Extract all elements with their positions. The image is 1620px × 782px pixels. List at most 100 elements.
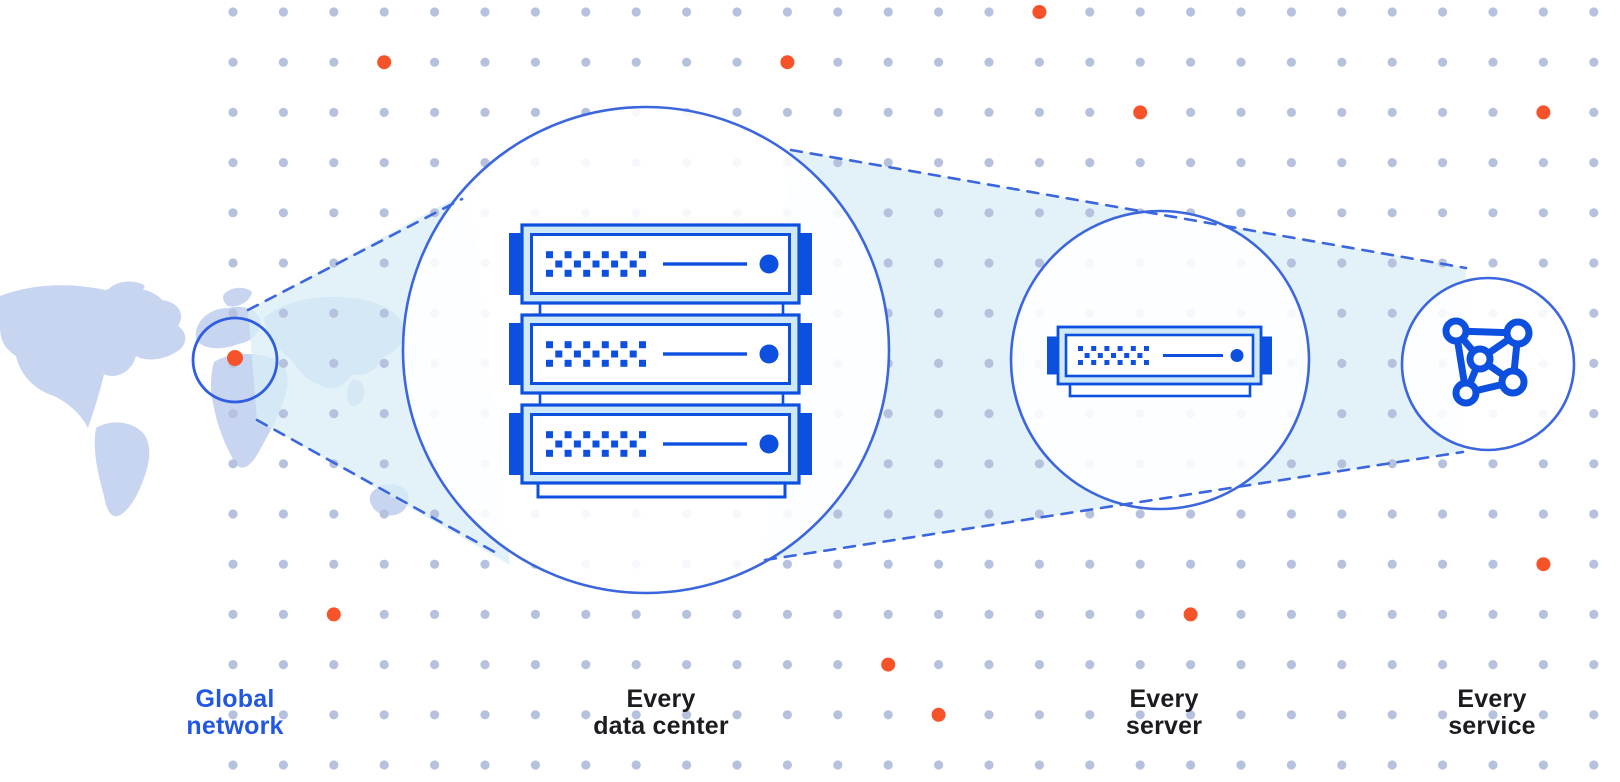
grid-dot <box>228 459 238 469</box>
grid-dot <box>1135 710 1145 720</box>
grid-dot <box>833 57 843 67</box>
grid-dot <box>1438 57 1448 67</box>
grid-dot <box>1488 710 1498 720</box>
server-faceplate <box>530 233 791 295</box>
grid-dot <box>1387 258 1397 268</box>
grid-dot <box>631 7 641 17</box>
grid-dot <box>530 609 541 620</box>
grid-dot <box>480 559 490 569</box>
grid-dot <box>1488 158 1498 168</box>
scandinavia-landmass <box>223 287 252 307</box>
grid-dot <box>379 107 389 117</box>
grid-dot <box>228 107 238 117</box>
grid-dot <box>984 258 994 268</box>
grid-dot <box>1538 660 1548 670</box>
vent-dot <box>1104 360 1110 365</box>
grid-dot <box>278 158 288 168</box>
grid-dot <box>1387 107 1397 117</box>
grid-dot <box>1186 107 1196 117</box>
grid-dot <box>682 710 692 720</box>
dashed-tangent-lines <box>246 148 1468 562</box>
grid-dot <box>984 208 994 218</box>
grid-dot <box>329 509 339 519</box>
grid-dot <box>1337 459 1347 469</box>
grid-dot <box>1337 258 1347 268</box>
grid-dot <box>278 107 288 117</box>
vent-dot <box>564 449 572 457</box>
server-side-tab <box>1261 336 1272 375</box>
grid-dot <box>1538 760 1548 770</box>
grid-dot <box>782 609 793 620</box>
grid-dot <box>1488 107 1498 117</box>
grid-dot <box>278 409 288 419</box>
grid-dot <box>1337 509 1347 519</box>
grid-dot <box>934 158 944 168</box>
grid-dot <box>1085 158 1095 168</box>
grid-dot <box>581 57 591 67</box>
grid-dot <box>1337 107 1347 117</box>
grid-dot <box>1337 559 1347 569</box>
grid-dot <box>228 660 238 670</box>
single-server <box>1047 325 1272 398</box>
vent-dot <box>1117 346 1123 351</box>
grid-dot <box>379 660 389 670</box>
grid-dot <box>1538 57 1548 67</box>
label-line: Every <box>1129 685 1199 713</box>
grid-dot <box>1286 107 1296 117</box>
grid-dot <box>1236 208 1246 218</box>
grid-dot <box>1387 57 1397 67</box>
grid-dot <box>1186 57 1196 67</box>
grid-dot <box>329 107 339 117</box>
grid-dot <box>732 609 742 620</box>
grid-dot <box>682 660 692 670</box>
grid-dot <box>1135 559 1145 569</box>
lower-dashed-line-map <box>255 418 502 557</box>
grid-dot <box>1387 609 1397 620</box>
grid-dot <box>480 57 490 67</box>
network-graph-node <box>1442 317 1470 345</box>
grid-dot <box>379 459 389 469</box>
grid-dot <box>329 358 339 368</box>
orange-accent-dot <box>1032 5 1047 19</box>
grid-dot <box>934 609 944 620</box>
grid-dot <box>1236 609 1246 620</box>
grid-dot <box>1186 660 1196 670</box>
led-dot <box>1230 349 1244 362</box>
grid-dot <box>228 258 238 268</box>
vent-dot <box>1130 360 1136 365</box>
grid-dot <box>934 409 944 419</box>
grid-dot <box>480 609 490 620</box>
grid-dot <box>228 158 238 168</box>
grid-dot <box>278 559 288 569</box>
grid-dot <box>1236 710 1246 720</box>
grid-dot <box>732 7 742 17</box>
grid-dot <box>329 710 339 720</box>
status-line <box>663 442 747 446</box>
grid-dot <box>1286 609 1296 620</box>
led-dot <box>759 254 779 274</box>
grid-dot <box>1236 509 1246 519</box>
grid-dot <box>329 760 339 770</box>
grid-dot <box>278 609 288 620</box>
server-side-tab <box>509 413 522 475</box>
grid-dot <box>732 710 742 720</box>
grid-dot <box>430 760 440 770</box>
grid-dot <box>1438 710 1448 720</box>
grid-dot <box>682 760 692 770</box>
vent-dot <box>620 449 628 457</box>
grid-dot <box>1286 760 1296 770</box>
grid-dot <box>732 57 742 67</box>
grid-dot <box>1589 57 1599 67</box>
grid-dot <box>1589 760 1599 770</box>
grid-dot <box>1085 609 1095 620</box>
grid-dot <box>1135 760 1145 770</box>
grid-dot <box>1538 258 1548 268</box>
grid-dot <box>1286 710 1296 720</box>
vent-dot <box>592 260 600 268</box>
vent-dot <box>601 251 609 259</box>
network-graph-node <box>1503 318 1533 348</box>
label-line: Global <box>195 685 275 713</box>
label-every-server: Every server <box>1126 686 1202 740</box>
status-line <box>1163 354 1223 357</box>
map-location-marker <box>227 350 243 366</box>
